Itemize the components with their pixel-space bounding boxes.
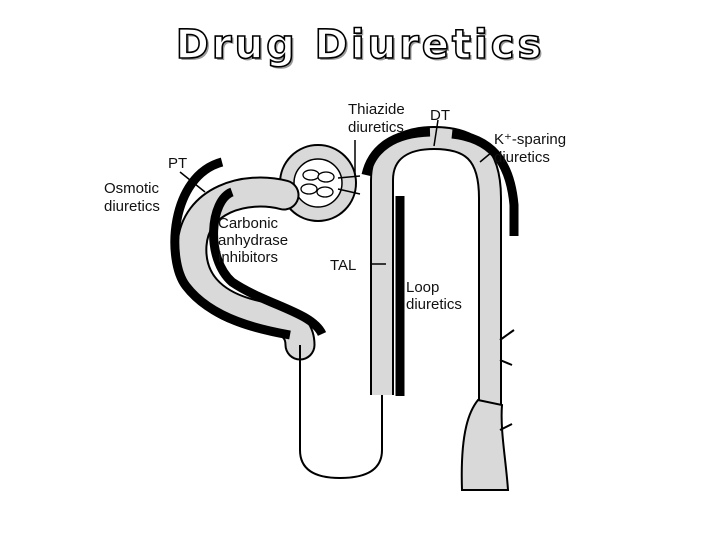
- thin-loop-limb: [299, 345, 383, 480]
- osmotic-diuretics-bar: [170, 157, 291, 340]
- carbonic-anhydrase-bar: [209, 187, 327, 337]
- collecting-duct: [460, 398, 510, 491]
- glomerulus: [279, 144, 361, 222]
- pt-label: PT: [168, 155, 187, 172]
- thiazide-label: Thiazide diuretics: [348, 101, 409, 136]
- dt-label: DT: [430, 107, 450, 124]
- loop-diuretics-label: Loop diuretics: [406, 279, 462, 313]
- pointer-lines: [179, 119, 493, 291]
- k-sparing-diuretics-bar: [451, 129, 519, 236]
- page-title: Drug Diuretics: [175, 21, 545, 69]
- thiazide-diuretics-bar: [361, 127, 431, 177]
- thick-ascending-limb-and-distal-tubule: [370, 125, 502, 490]
- carbonic-anhydrase-label: Carbonic anhydrase inhibitors: [218, 215, 292, 266]
- osmotic-label: Osmotic diuretics: [104, 180, 163, 215]
- k-sparing-label: K⁺-sparing diuretics: [494, 131, 570, 166]
- collecting-duct-branch: [499, 329, 515, 431]
- tal-label: TAL: [330, 257, 356, 274]
